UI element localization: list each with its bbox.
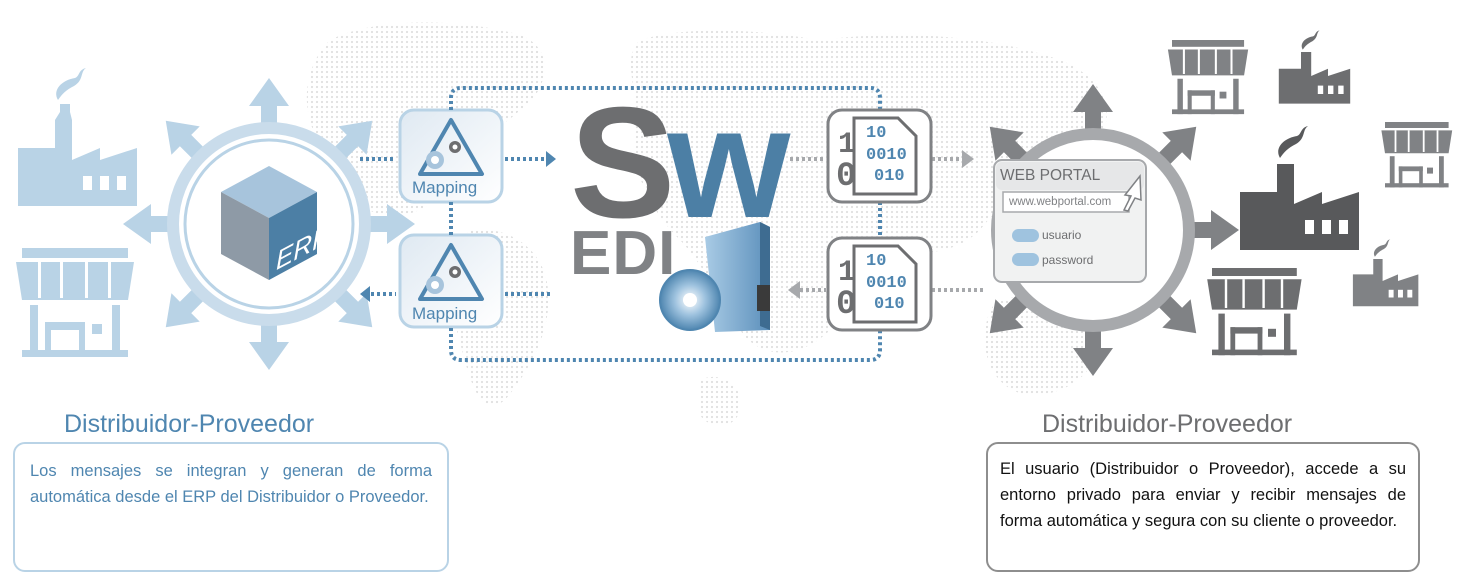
- swedi-logo: SW: [570, 84, 790, 242]
- binary-box-bottom: [826, 236, 933, 332]
- binary-line2-bottom: 0010: [866, 274, 907, 293]
- logo-letter-s: S: [570, 75, 675, 251]
- right-section-title: Distribuidor-Proveedor: [1042, 410, 1293, 438]
- right-description-text: El usuario (Distribuidor o Proveedor), a…: [1000, 460, 1406, 530]
- left-description-text: Los mensajes se integran y generan de fo…: [30, 462, 432, 506]
- logo-edi-text: EDI: [570, 219, 677, 288]
- web-portal-url: www.webportal.com: [1009, 196, 1112, 208]
- factory-icon-right-bottom: [1352, 239, 1419, 307]
- web-portal-password-label: password: [1042, 253, 1094, 267]
- mapping-label-top: Mapping: [412, 178, 478, 197]
- erp-gear: [123, 78, 415, 370]
- factory-icon-right-big: [1240, 126, 1359, 250]
- web-portal-window: [993, 159, 1147, 283]
- factory-icon-right-top: [1278, 30, 1351, 104]
- factory-icon-left: [18, 68, 137, 206]
- binary-line3-bottom: 010: [874, 295, 905, 314]
- binary-big-1-top: 1: [838, 128, 857, 162]
- binary-line1-top: 10: [866, 124, 887, 143]
- right-description-box: El usuario (Distribuidor o Proveedor), a…: [986, 442, 1420, 572]
- flow-arrowheads: [360, 150, 974, 302]
- store-icon-right-top: [1167, 40, 1249, 115]
- binary-big-0-top: 0: [836, 158, 857, 196]
- binary-box-top: [826, 108, 933, 204]
- store-icon-right-middle: [1381, 122, 1453, 188]
- web-portal-title: WEB PORTAL: [1000, 167, 1101, 184]
- left-section-title: Distribuidor-Proveedor: [64, 410, 315, 438]
- binary-line3-top: 010: [874, 167, 905, 186]
- web-portal-user-label: usuario: [1042, 228, 1082, 242]
- mapping-box-bottom: [398, 233, 504, 329]
- binary-line1-bottom: 10: [866, 252, 887, 271]
- binary-line2-top: 0010: [866, 146, 907, 165]
- binary-big-0-bottom: 0: [836, 286, 857, 324]
- mapping-label-bottom: Mapping: [412, 304, 478, 323]
- software-box-icon: [659, 222, 770, 332]
- store-icon-left: [16, 248, 134, 357]
- binary-big-1-bottom: 1: [838, 256, 857, 290]
- flow-lines: [360, 86, 985, 362]
- left-description-box: Los mensajes se integran y generan de fo…: [13, 442, 449, 572]
- logo-letter-w: W: [667, 75, 790, 251]
- store-icon-right-bottom: [1207, 268, 1302, 356]
